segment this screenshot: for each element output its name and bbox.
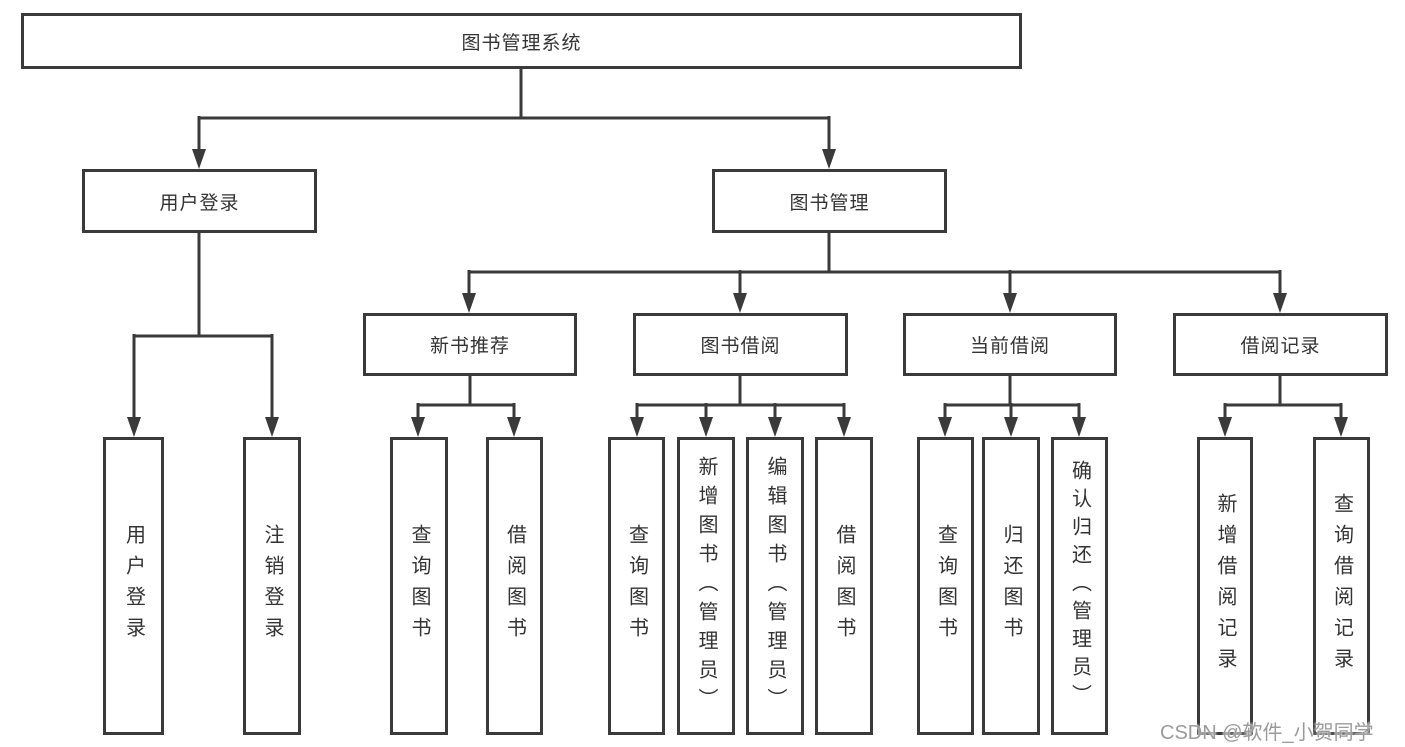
leaf-return-books-label: 归还图书 bbox=[1000, 524, 1022, 648]
leaf-add-borrow-record-label: 新增借阅记录 bbox=[1214, 493, 1236, 679]
leaf-user-login: 用户登录 bbox=[103, 437, 164, 735]
leaf-query-books-3: 查询图书 bbox=[917, 437, 974, 735]
leaf-borrow-books-1-label: 借阅图书 bbox=[503, 524, 526, 648]
leaf-add-books-admin: 新增图书（管理员） bbox=[677, 437, 735, 735]
leaf-logout: 注销登录 bbox=[243, 437, 301, 735]
leaf-borrow-books-1: 借阅图书 bbox=[486, 437, 543, 735]
node-current-borrowing-label: 当前借阅 bbox=[969, 336, 1050, 357]
leaf-borrow-books-2: 借阅图书 bbox=[815, 437, 873, 735]
node-user-login-label: 用户登录 bbox=[159, 192, 240, 214]
leaf-query-books-1-label: 查询图书 bbox=[408, 524, 430, 648]
node-book-management-label: 图书管理 bbox=[789, 192, 870, 214]
leaf-user-login-label: 用户登录 bbox=[122, 524, 145, 648]
node-new-book-recommend: 新书推荐 bbox=[363, 313, 577, 376]
node-book-management: 图书管理 bbox=[712, 169, 947, 233]
leaf-add-borrow-record: 新增借阅记录 bbox=[1197, 437, 1253, 735]
leaf-query-books-2-label: 查询图书 bbox=[625, 524, 648, 648]
node-book-borrowing-label: 图书借阅 bbox=[700, 336, 781, 357]
leaf-query-books-3-label: 查询图书 bbox=[934, 524, 957, 648]
leaf-query-borrow-record-label: 查询借阅记录 bbox=[1330, 493, 1353, 679]
leaf-query-books-1: 查询图书 bbox=[390, 437, 448, 735]
leaf-add-books-admin-label: 新增图书（管理员） bbox=[695, 455, 717, 717]
leaf-query-borrow-record: 查询借阅记录 bbox=[1313, 437, 1370, 735]
node-root: 图书管理系统 bbox=[21, 13, 1022, 69]
node-borrowing-records-label: 借阅记录 bbox=[1240, 336, 1321, 357]
leaf-return-books: 归还图书 bbox=[982, 437, 1040, 735]
node-current-borrowing: 当前借阅 bbox=[903, 313, 1117, 376]
leaf-confirm-return-admin-label: 确认归还（管理员） bbox=[1068, 460, 1091, 712]
leaf-borrow-books-2-label: 借阅图书 bbox=[833, 524, 855, 648]
leaf-edit-books-admin: 编辑图书（管理员） bbox=[746, 437, 804, 735]
leaf-query-books-2: 查询图书 bbox=[608, 437, 665, 735]
node-new-book-recommend-label: 新书推荐 bbox=[429, 336, 510, 357]
node-user-login: 用户登录 bbox=[82, 169, 317, 233]
node-root-label: 图书管理系统 bbox=[461, 32, 582, 54]
leaf-confirm-return-admin: 确认归还（管理员） bbox=[1051, 437, 1108, 735]
leaf-edit-books-admin-label: 编辑图书（管理员） bbox=[764, 455, 786, 717]
node-book-borrowing: 图书借阅 bbox=[633, 313, 848, 376]
watermark: CSDN @软件_小贺同学 bbox=[1160, 722, 1374, 744]
leaf-logout-label: 注销登录 bbox=[261, 524, 283, 648]
node-borrowing-records: 借阅记录 bbox=[1173, 313, 1388, 376]
